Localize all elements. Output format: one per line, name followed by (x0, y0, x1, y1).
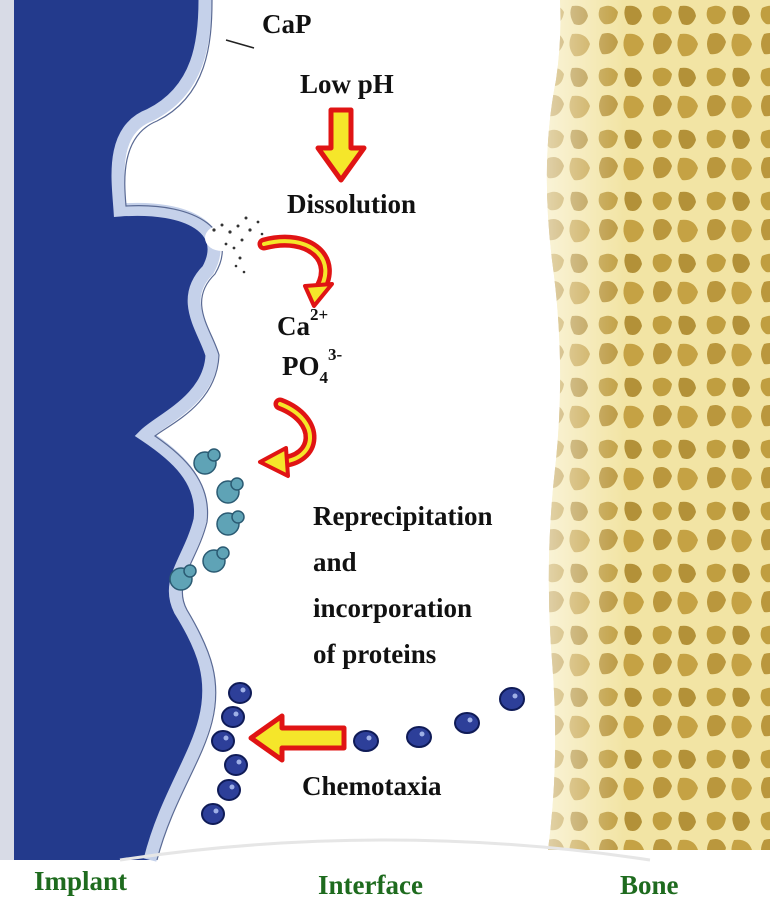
low-ph-label: Low pH (300, 68, 394, 102)
implant-region-label: Implant (34, 866, 127, 897)
reprecipitation-line-4: of proteins (313, 631, 492, 677)
reprecipitation-label: Reprecipitation and incorporation of pro… (313, 493, 492, 677)
chemotaxia-arrow (251, 716, 344, 760)
dissolution-label: Dissolution (287, 188, 416, 222)
phosphate-symbol: PO (282, 351, 320, 381)
reprecipitation-line-3: incorporation (313, 585, 492, 631)
chemotaxia-label: Chemotaxia (302, 770, 441, 804)
reprecipitation-curved-arrow (260, 404, 310, 476)
calcium-ion-label: Ca2+ (277, 310, 328, 344)
implant-body (0, 0, 254, 860)
cap-label: CaP (262, 8, 312, 42)
phosphate-charge: 3- (328, 345, 342, 364)
bone-region-label: Bone (620, 870, 679, 901)
interface-region-label: Interface (318, 870, 423, 901)
calcium-charge: 2+ (310, 305, 328, 324)
calcium-symbol: Ca (277, 311, 310, 341)
reprecipitation-line-2: and (313, 539, 492, 585)
reprecipitation-line-1: Reprecipitation (313, 493, 492, 539)
bone-tissue (547, 0, 770, 850)
phosphate-ion-label: PO43- (282, 350, 342, 384)
phosphate-subscript: 4 (320, 368, 329, 387)
dissolution-curved-arrow (264, 241, 332, 306)
low-ph-arrow (318, 110, 364, 180)
